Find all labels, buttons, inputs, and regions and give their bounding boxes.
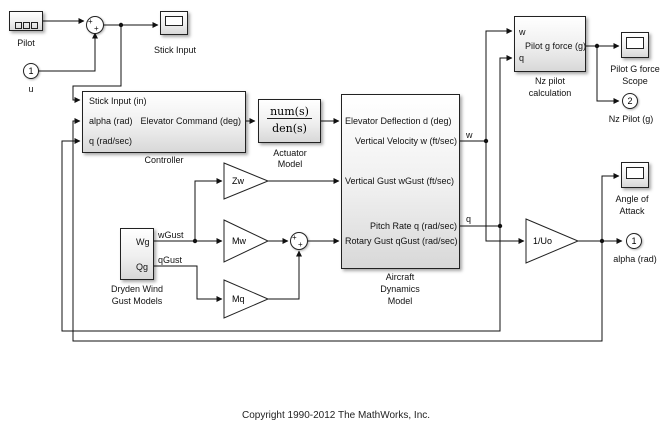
u-label: u — [28, 84, 34, 94]
stick-input-label: Stick Input — [153, 45, 197, 55]
dryden-out-wg: Wg — [136, 237, 150, 247]
wire-qg-mq — [154, 265, 223, 302]
gain-mw-shape[interactable] — [223, 219, 270, 263]
controller-in-stick: Stick Input (in) — [89, 96, 147, 106]
gain-zw-label: Zw — [232, 176, 244, 186]
aoa-label-1: Angle of — [615, 194, 649, 204]
dryden-label-2: Gust Models — [111, 296, 163, 306]
wire-alpha-scope — [601, 173, 620, 241]
wire-mq-sum2 — [268, 250, 302, 300]
pilot-label: Pilot — [17, 38, 35, 48]
gain-mw-label: Mw — [232, 236, 246, 246]
scope-icon — [626, 167, 644, 179]
sum-block-1[interactable]: + + — [86, 16, 104, 34]
wire-q-nzcalc — [499, 55, 513, 226]
aircraft-label-3: Model — [387, 296, 413, 306]
actuator-label-2: Model — [277, 159, 303, 169]
nz-pilot-label: Nz Pilot (g) — [608, 114, 654, 124]
nz-pilot-outport[interactable]: 2 — [622, 93, 638, 109]
signal-qgust-label: qGust — [158, 255, 183, 265]
angle-of-attack-scope[interactable] — [621, 162, 649, 188]
actuator-denominator: den(s) — [272, 122, 307, 135]
nz-calc-in-q: q — [519, 53, 525, 63]
wire-w-uo — [485, 141, 525, 244]
wire-sum-controller — [72, 25, 122, 103]
nz-calc-in-w: w — [519, 27, 526, 37]
g-scope-label-2: Scope — [622, 76, 648, 86]
controller-in-q: q (rad/sec) — [89, 136, 133, 146]
copyright-text: Copyright 1990-2012 The MathWorks, Inc. — [241, 410, 431, 421]
actuator-label-1: Actuator — [273, 148, 307, 158]
actuator-numerator: num(s) — [270, 105, 309, 118]
aircraft-in-elevator: Elevator Deflection d (deg) — [345, 116, 452, 126]
fraction-bar — [267, 118, 312, 119]
pilot-block[interactable] — [9, 11, 43, 31]
wire-w-nzcalc — [460, 28, 513, 142]
aircraft-in-vertical-gust: Vertical Gust wGust (ft/sec) — [345, 176, 455, 186]
pilot-g-force-scope[interactable] — [621, 32, 649, 58]
nz-calc-label-2: calculation — [528, 88, 572, 98]
sum-block-2[interactable]: + + — [290, 232, 308, 250]
branch-points — [118, 22, 605, 244]
stick-input-scope[interactable] — [160, 11, 188, 35]
aoa-label-2: Attack — [619, 206, 645, 216]
controller-label: Controller — [144, 155, 184, 165]
wire-alpha-controller — [72, 118, 603, 342]
aircraft-in-rotary-gust: Rotary Gust qGust (rad/sec) — [345, 236, 458, 246]
dryden-label-1: Dryden Wind — [110, 284, 164, 294]
signal-w-label: w — [466, 130, 473, 140]
gain-mq-shape[interactable] — [223, 279, 270, 319]
scope-icon — [165, 16, 183, 26]
signal-builder-icon — [15, 16, 41, 29]
wire-nz-out — [596, 46, 620, 104]
wire-q-controller — [61, 138, 501, 332]
u-inport[interactable]: 1 — [23, 63, 39, 79]
scope-icon — [626, 37, 644, 49]
gain-uo-label: 1/Uo — [533, 236, 553, 246]
signal-q-label: q — [466, 214, 472, 224]
gain-mq-label: Mq — [232, 294, 245, 304]
nz-calc-label-1: Nz pilot — [534, 76, 565, 86]
aircraft-label-1: Aircraft — [385, 272, 415, 282]
nz-pilot-calculation-block[interactable]: w q Pilot g force (g) — [514, 16, 586, 72]
gain-uo-shape[interactable] — [525, 218, 580, 264]
dryden-gust-block[interactable]: Wg Qg — [120, 228, 154, 280]
controller-block[interactable]: Stick Input (in) alpha (rad) q (rad/sec)… — [82, 91, 246, 153]
wire-u-sum — [39, 32, 98, 72]
aircraft-out-pitch-rate: Pitch Rate q (rad/sec) — [369, 221, 457, 231]
signal-wgust-label: wGust — [158, 230, 184, 240]
controller-out-elevator: Elevator Command (deg) — [140, 116, 241, 126]
alpha-out-label: alpha (rad) — [613, 254, 657, 264]
alpha-outport[interactable]: 1 — [626, 233, 642, 249]
gain-zw-shape[interactable] — [223, 162, 270, 200]
wire-wg-zw — [154, 178, 223, 242]
nz-calc-out-g: Pilot g force (g) — [525, 41, 587, 51]
controller-in-alpha: alpha (rad) — [89, 116, 133, 126]
g-scope-label-1: Pilot G force — [610, 64, 660, 74]
dryden-out-qg: Qg — [136, 262, 149, 272]
aircraft-dynamics-block[interactable]: Elevator Deflection d (deg) Vertical Gus… — [341, 94, 460, 269]
aircraft-label-2: Dynamics — [380, 284, 420, 294]
aircraft-out-vertical-velocity: Vertical Velocity w (ft/sec) — [354, 136, 457, 146]
actuator-block[interactable]: num(s) den(s) — [258, 99, 321, 143]
